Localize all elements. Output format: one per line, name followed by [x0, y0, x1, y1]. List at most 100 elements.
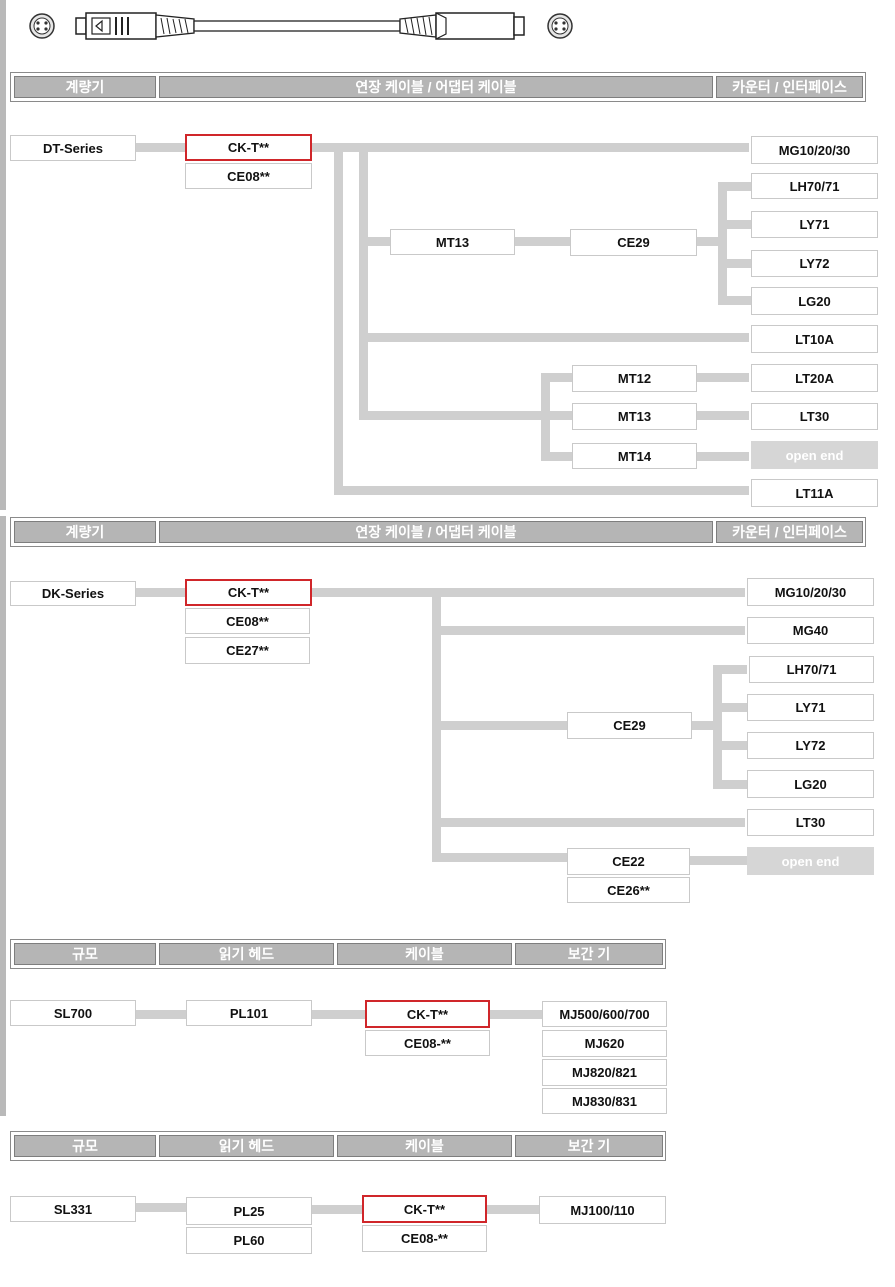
plug-body-icon: [75, 12, 195, 40]
cable-ce08[interactable]: CE08**: [185, 163, 312, 189]
target-lh70-71[interactable]: LH70/71: [749, 656, 874, 683]
target-mg10-20-30[interactable]: MG10/20/30: [751, 136, 878, 164]
target-mj100-110[interactable]: MJ100/110: [539, 1196, 666, 1224]
source-dk-series[interactable]: DK-Series: [10, 581, 136, 606]
cable-ck-t[interactable]: CK-T**: [185, 579, 312, 606]
section3-header-col3: 케이블: [337, 943, 512, 965]
cable-icon: [193, 20, 401, 32]
target-mg40[interactable]: MG40: [747, 617, 874, 644]
section4-header: [10, 1131, 666, 1161]
connector-line: [727, 220, 751, 229]
cable-ce08[interactable]: CE08-**: [365, 1030, 490, 1056]
connector-line: [722, 741, 747, 750]
target-open-end[interactable]: open end: [747, 847, 874, 875]
section4-header-col2: 읽기 헤드: [159, 1135, 334, 1157]
target-ly71[interactable]: LY71: [751, 211, 878, 238]
connector-line: [136, 588, 186, 597]
connector-line: [311, 588, 745, 597]
section3-header-col4: 보간 기: [515, 943, 663, 965]
cable-ce27[interactable]: CE27**: [185, 637, 310, 664]
section1-header-col2: 연장 케이블 / 어댑터 케이블: [159, 76, 713, 98]
section1-header: [10, 72, 866, 102]
connector-line: [441, 721, 567, 730]
connector-line: [718, 182, 727, 305]
target-lt10a[interactable]: LT10A: [751, 325, 878, 353]
adapter-ce26[interactable]: CE26**: [567, 877, 690, 903]
adapter-ce22[interactable]: CE22: [567, 848, 690, 875]
target-mj820-821[interactable]: MJ820/821: [542, 1059, 667, 1086]
head-pl25[interactable]: PL25: [186, 1197, 312, 1225]
cable-ce08[interactable]: CE08-**: [362, 1225, 487, 1252]
connector-line: [550, 411, 572, 420]
cable-ck-t[interactable]: CK-T**: [185, 134, 312, 161]
target-mg10-20-30[interactable]: MG10/20/30: [747, 578, 874, 606]
connector-line: [368, 237, 390, 246]
head-pl101[interactable]: PL101: [186, 1000, 312, 1026]
left-bar: [0, 0, 6, 510]
target-mj500-600-700[interactable]: MJ500/600/700: [542, 1001, 667, 1027]
target-lg20[interactable]: LG20: [751, 287, 878, 315]
cable-ck-t[interactable]: CK-T**: [362, 1195, 487, 1223]
target-ly72[interactable]: LY72: [751, 250, 878, 277]
connector-line: [368, 411, 541, 420]
adapter-mt13[interactable]: MT13: [572, 403, 697, 430]
connector-line: [368, 333, 749, 342]
connector-line: [697, 237, 719, 246]
section1-header-col3: 카운터 / 인터페이스: [716, 76, 863, 98]
section2-header-col2: 연장 케이블 / 어댑터 케이블: [159, 521, 713, 543]
left-bar: [0, 516, 6, 1116]
adapter-ce29[interactable]: CE29: [570, 229, 697, 256]
target-ly72[interactable]: LY72: [747, 732, 874, 759]
adapter-mt12[interactable]: MT12: [572, 365, 697, 392]
cable-illustration: [29, 12, 573, 40]
section3-header-col1: 규모: [14, 943, 156, 965]
connector-line: [722, 665, 747, 674]
source-sl331[interactable]: SL331: [10, 1196, 136, 1222]
connector-line: [334, 486, 749, 495]
connector-line: [490, 1010, 542, 1019]
target-lh70-71[interactable]: LH70/71: [751, 173, 878, 199]
connector-line: [697, 452, 749, 461]
section4-header-col1: 규모: [14, 1135, 156, 1157]
connector-line: [713, 665, 722, 789]
connector-line: [727, 296, 751, 305]
target-open-end[interactable]: open end: [751, 441, 878, 469]
section3-header: [10, 939, 666, 969]
target-lg20[interactable]: LG20: [747, 770, 874, 798]
target-lt20a[interactable]: LT20A: [751, 364, 878, 392]
adapter-ce29[interactable]: CE29: [567, 712, 692, 739]
section2-header-col3: 카운터 / 인터페이스: [716, 521, 863, 543]
cable-ce08[interactable]: CE08**: [185, 608, 310, 634]
target-lt30[interactable]: LT30: [747, 809, 874, 836]
connector-line: [359, 143, 368, 420]
head-pl60[interactable]: PL60: [186, 1227, 312, 1254]
connector-line: [727, 259, 751, 268]
connector-line: [487, 1205, 539, 1214]
connector-line: [722, 703, 747, 712]
target-lt30[interactable]: LT30: [751, 403, 878, 430]
connector-line: [311, 143, 749, 152]
connector-line: [312, 1010, 365, 1019]
cable-ck-t[interactable]: CK-T**: [365, 1000, 490, 1028]
connector-line: [136, 1203, 186, 1212]
section4-header-col3: 케이블: [337, 1135, 512, 1157]
target-ly71[interactable]: LY71: [747, 694, 874, 721]
adapter-mt13[interactable]: MT13: [390, 229, 515, 255]
connector-line: [550, 452, 572, 461]
connector-line: [722, 780, 747, 789]
section2-header-col1: 계량기: [14, 521, 156, 543]
connector-line: [541, 373, 550, 461]
source-sl700[interactable]: SL700: [10, 1000, 136, 1026]
section3-header-col2: 읽기 헤드: [159, 943, 334, 965]
adapter-mt14[interactable]: MT14: [572, 443, 697, 469]
connector-line: [136, 1010, 186, 1019]
target-mj830-831[interactable]: MJ830/831: [542, 1088, 667, 1114]
connector-line: [697, 373, 749, 382]
connector-left-icon: [29, 13, 55, 39]
section4-header-col4: 보간 기: [515, 1135, 663, 1157]
source-dt-series[interactable]: DT-Series: [10, 135, 136, 161]
target-lt11a[interactable]: LT11A: [751, 479, 878, 507]
connector-line: [550, 373, 572, 382]
target-mj620[interactable]: MJ620: [542, 1030, 667, 1057]
connector-line: [515, 237, 570, 246]
